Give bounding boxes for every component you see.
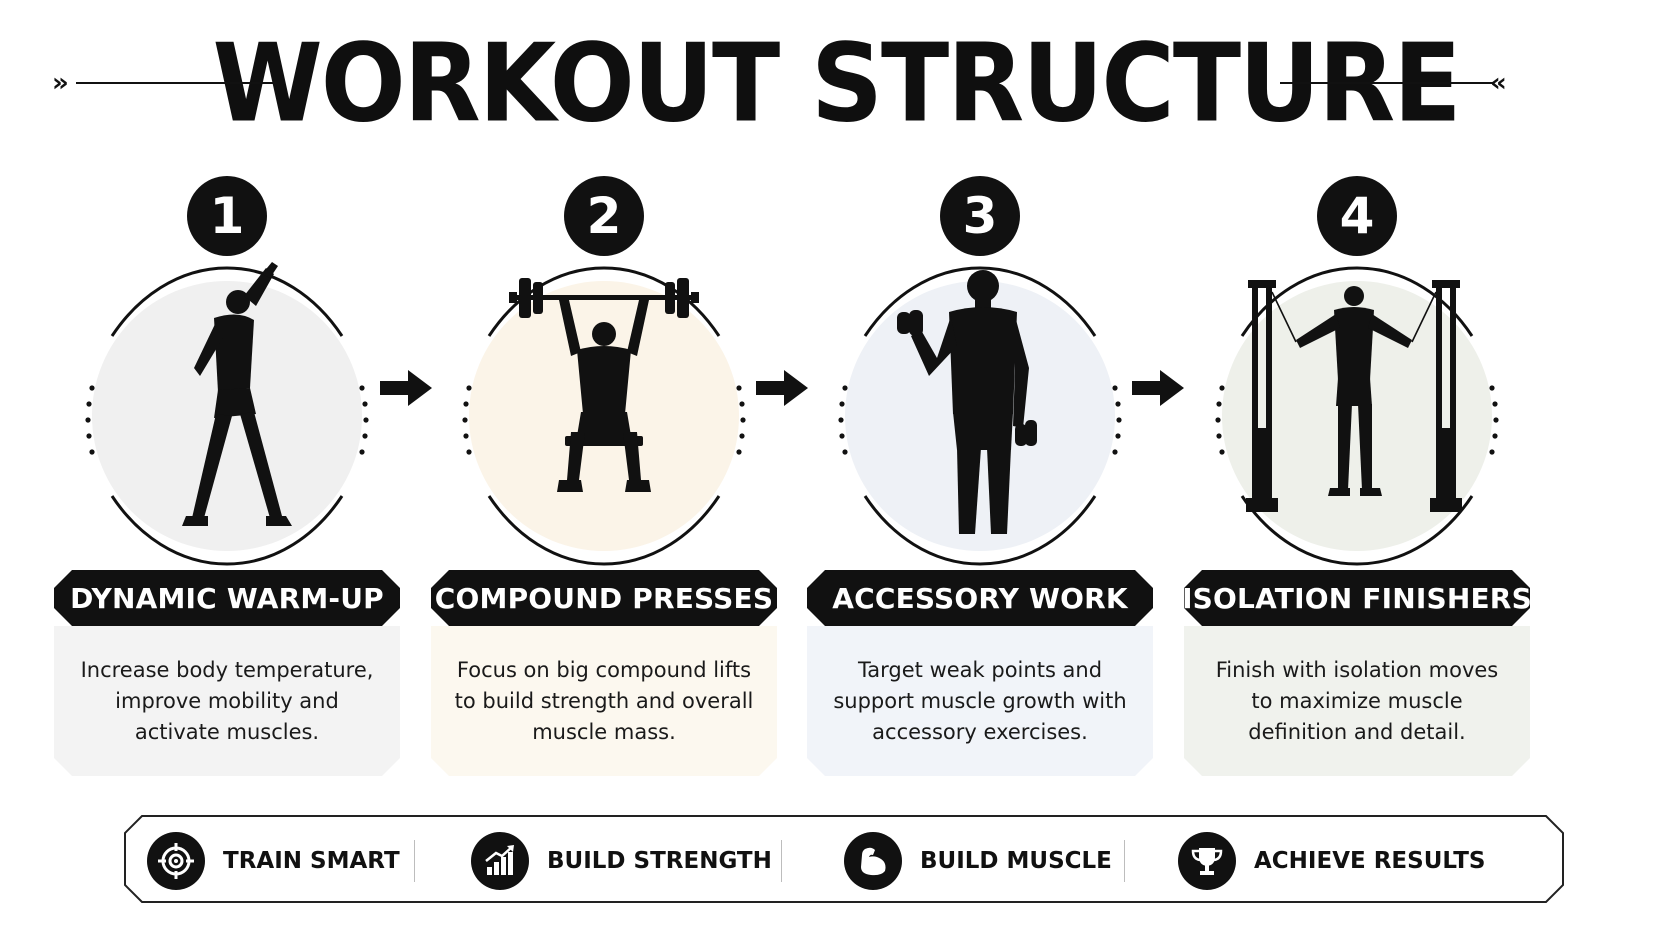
arrow-right-icon [1132, 370, 1184, 406]
step-description-box: Target weak points and support muscle gr… [807, 626, 1153, 776]
step-description-box: Increase body temperature, improve mobil… [54, 626, 400, 776]
step-title-banner: ISOLATION FINISHERS [1184, 570, 1530, 626]
title-rule-left [76, 82, 276, 84]
step-number-badge: 1 [187, 176, 267, 256]
title-rule-right [1280, 82, 1494, 84]
step-title-banner: COMPOUND PRESSES [431, 570, 777, 626]
step-card-compound: 2 COMPOUND PRESSES Focus on big compound… [431, 158, 777, 778]
ring-tint [1222, 281, 1492, 551]
target-icon [147, 832, 205, 890]
arrow-right-icon [380, 370, 432, 406]
step-description-box: Finish with isolation moves to maximize … [1184, 626, 1530, 776]
footer-divider [414, 840, 415, 882]
step-card-accessory: 3 ACCESSORY WORK Target weak points and … [807, 158, 1153, 778]
footer-label: TRAIN SMART [223, 848, 400, 874]
warm-up-stretch-figure [182, 262, 292, 526]
step-number-badge: 4 [1317, 176, 1397, 256]
double-chevron-right-icon: » [52, 68, 69, 98]
growth-chart-icon [471, 832, 529, 890]
step-number-badge: 3 [940, 176, 1020, 256]
step-description: Target weak points and support muscle gr… [833, 657, 1127, 744]
footer-divider [1124, 840, 1125, 882]
step-description-box: Focus on big compound lifts to build str… [431, 626, 777, 776]
footer-item-build-strength: BUILD STRENGTH [471, 832, 772, 890]
step-title: COMPOUND PRESSES [434, 581, 774, 615]
footer-item-build-muscle: BUILD MUSCLE [844, 832, 1112, 890]
step-title: ACCESSORY WORK [832, 581, 1128, 615]
step-number-badge: 2 [564, 176, 644, 256]
step-title: DYNAMIC WARM-UP [70, 581, 384, 615]
arrow-right-icon [756, 370, 808, 406]
step-description: Finish with isolation moves to maximize … [1215, 657, 1499, 744]
cable-crossover-figure [1246, 280, 1462, 512]
step-title: ISOLATION FINISHERS [1182, 581, 1532, 615]
step-title-banner: DYNAMIC WARM-UP [54, 570, 400, 626]
dumbbell-curl-figure [897, 270, 1037, 534]
step-description: Focus on big compound lifts to build str… [454, 657, 754, 744]
trophy-icon [1178, 832, 1236, 890]
seated-barbell-press-figure [509, 278, 699, 492]
footer-divider [781, 840, 782, 882]
step-description: Increase body temperature, improve mobil… [80, 657, 374, 744]
page-title: WORKOUT STRUCTURE [212, 20, 1461, 147]
footer-item-achieve-results: ACHIEVE RESULTS [1178, 832, 1485, 890]
flexed-bicep-icon [844, 832, 902, 890]
footer-label: BUILD STRENGTH [547, 848, 772, 874]
step-title-banner: ACCESSORY WORK [807, 570, 1153, 626]
footer-item-train-smart: TRAIN SMART [147, 832, 400, 890]
step-card-isolation: 4 ISOLATION FINISHERS Finish with isolat… [1184, 158, 1530, 778]
step-card-warm-up: 1 DYNAMIC WARM-UP Increase body temperat… [54, 158, 400, 778]
footer-label: BUILD MUSCLE [920, 848, 1112, 874]
double-chevron-left-icon: « [1490, 68, 1507, 98]
footer-label: ACHIEVE RESULTS [1254, 848, 1486, 874]
